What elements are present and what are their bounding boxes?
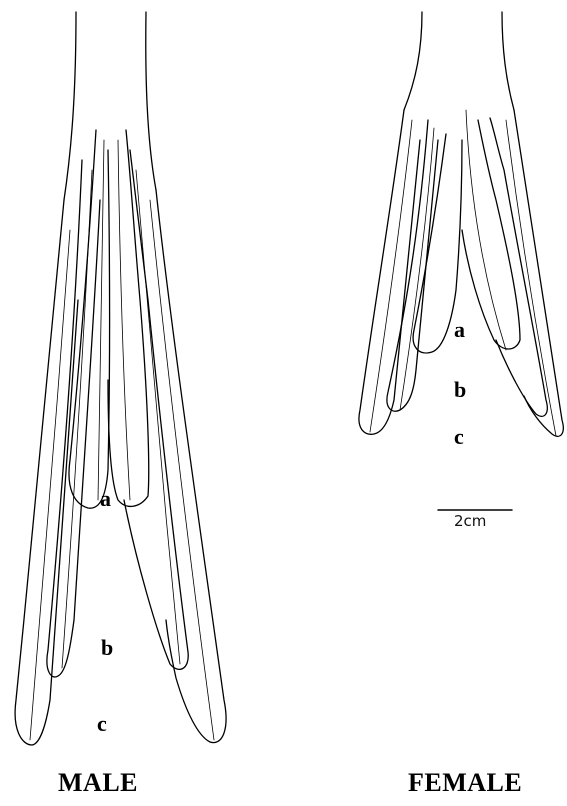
female-label-a: a [454, 319, 465, 341]
female-title: FEMALE [408, 770, 522, 796]
male-feather-c-right [156, 190, 226, 743]
female-label-b: b [454, 379, 466, 401]
male-label-c: c [97, 713, 107, 735]
male-feather-c-right-rachis [150, 200, 214, 740]
female-shaft-left-edge [404, 12, 422, 110]
female-feather-c-right-rachis [506, 120, 556, 436]
female-label-c: c [454, 426, 464, 448]
female-feather-a-right [462, 120, 520, 349]
male-tail [15, 12, 226, 745]
male-feather-a-right-rachis [118, 140, 130, 500]
male-shaft-right-edge [146, 12, 156, 190]
female-tail [359, 12, 563, 436]
female-feather-c-left-rachis [370, 120, 412, 432]
male-feather-c-left-rachis [30, 230, 70, 740]
male-title: MALE [58, 770, 138, 796]
female-feather-b-left [387, 120, 438, 411]
male-feather-a-left-rachis [98, 140, 104, 500]
male-feather-a-right [108, 130, 149, 506]
male-label-b: b [101, 637, 113, 659]
male-label-a: a [100, 488, 111, 510]
female-feather-c-right [514, 110, 563, 436]
scale-bar-label: 2cm [454, 514, 486, 529]
female-shaft-right-edge [502, 12, 514, 110]
male-shaft-left-edge [64, 12, 76, 200]
female-feather-a-right-rachis [466, 110, 506, 350]
